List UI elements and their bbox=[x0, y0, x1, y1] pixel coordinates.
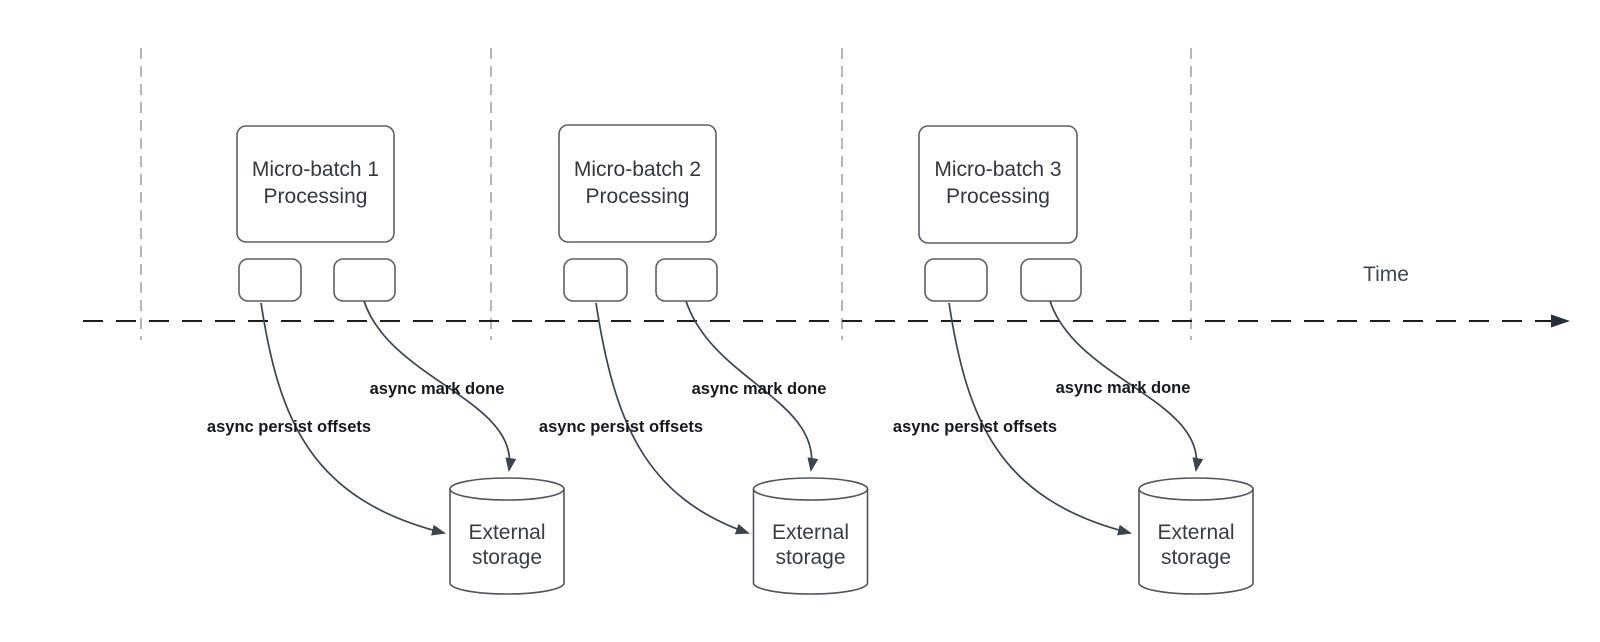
processing-box-3-subtitle: Processing bbox=[946, 185, 1050, 208]
cylinder-body bbox=[449, 489, 565, 595]
persist-offsets-label-1: async persist offsets bbox=[207, 418, 371, 436]
cylinder-top bbox=[449, 477, 565, 501]
task-box-3-left bbox=[924, 258, 988, 302]
persist-offsets-label-3: async persist offsets bbox=[893, 418, 1057, 436]
task-box-2-right bbox=[655, 258, 718, 302]
cylinder-body bbox=[1138, 489, 1254, 595]
processing-box-1 bbox=[236, 125, 395, 243]
processing-box-2-title: Micro-batch 2 bbox=[574, 158, 701, 181]
processing-box-3 bbox=[918, 125, 1078, 244]
external-storage-cylinder-3: External storage bbox=[1138, 477, 1254, 595]
processing-box-1-title: Micro-batch 1 bbox=[252, 158, 379, 181]
processing-box-2 bbox=[558, 124, 717, 243]
mark-done-label-3: async mark done bbox=[1056, 379, 1191, 397]
mark-done-arrow-3 bbox=[1049, 300, 1204, 472]
external-storage-cylinder-2: External storage bbox=[752, 477, 869, 595]
processing-box-2-subtitle: Processing bbox=[586, 185, 690, 208]
mark-done-label-1: async mark done bbox=[370, 380, 505, 398]
processing-box-3-title: Micro-batch 3 bbox=[934, 158, 1061, 181]
task-box-2-left bbox=[563, 258, 628, 302]
task-box-1-right bbox=[333, 258, 396, 302]
cylinder-top bbox=[752, 477, 869, 501]
processing-box-1-subtitle: Processing bbox=[264, 185, 368, 208]
micro-batch-2-group: Micro-batch 2 Processing async persist o… bbox=[539, 124, 869, 595]
external-storage-cylinder-1: External storage bbox=[449, 477, 565, 595]
task-box-3-right bbox=[1020, 258, 1082, 302]
cylinder-body bbox=[752, 489, 869, 595]
storage-label-line1: External bbox=[1157, 521, 1234, 544]
persist-offsets-arrow-1 bbox=[260, 302, 446, 536]
persist-offsets-arrow-2 bbox=[595, 302, 750, 535]
micro-batch-3-group: Micro-batch 3 Processing async persist o… bbox=[893, 125, 1254, 595]
mark-done-arrow-2 bbox=[685, 300, 819, 472]
time-axis-label: Time bbox=[1363, 263, 1409, 286]
persist-offsets-label-2: async persist offsets bbox=[539, 418, 703, 436]
mark-done-label-2: async mark done bbox=[692, 380, 827, 398]
persist-offsets-arrow-3 bbox=[948, 302, 1132, 536]
mark-done-arrow-1 bbox=[363, 300, 517, 472]
storage-label-line2: storage bbox=[775, 546, 845, 569]
task-box-1-left bbox=[238, 258, 302, 302]
storage-label-line2: storage bbox=[472, 546, 542, 569]
storage-label-line1: External bbox=[468, 521, 545, 544]
storage-label-line2: storage bbox=[1161, 546, 1231, 569]
cylinder-top bbox=[1138, 477, 1254, 501]
micro-batch-1-group: Micro-batch 1 Processing async persist o… bbox=[207, 125, 565, 595]
storage-label-line1: External bbox=[772, 521, 849, 544]
